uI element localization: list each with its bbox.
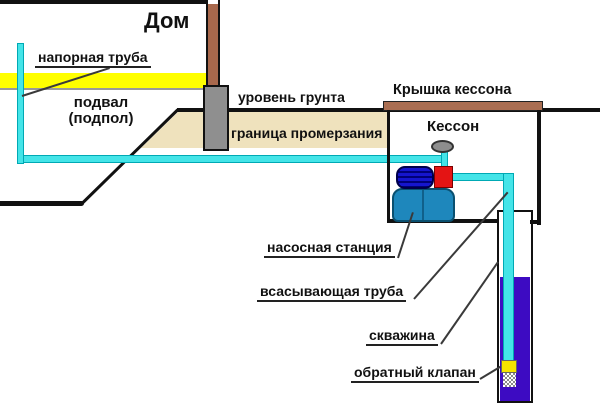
label-suction-pipe: всасывающая труба [257, 283, 407, 302]
house-floor-line [0, 0, 207, 4]
lower-ground-line [0, 201, 84, 206]
pressure-pipe-band [0, 73, 207, 88]
caisson-right-wall [537, 110, 541, 225]
label-basement-line2: (подпол) [68, 110, 134, 127]
buried-supply-pipe [17, 155, 447, 163]
valve-filter-mesh [503, 373, 516, 387]
house-wall [206, 0, 220, 88]
pump-motor [396, 166, 434, 189]
pump-head [434, 166, 453, 188]
pipe-tee-patch [442, 156, 447, 162]
label-pump-station: насосная станция [264, 239, 395, 258]
label-basement-line1: подвал [73, 94, 129, 111]
label-well: скважина [366, 327, 438, 346]
suction-pipe [503, 173, 514, 361]
label-caisson: Кессон [427, 118, 480, 135]
caisson-left-wall [387, 110, 390, 223]
check-valve [501, 360, 517, 373]
pressure-gauge-icon [431, 140, 454, 153]
pressure-pipe-riser [17, 43, 24, 164]
pump-tank-seam [422, 190, 424, 220]
pipe-bend-patch-2 [504, 174, 513, 180]
label-house: Дом [144, 8, 190, 33]
label-pressure-pipe: напорная труба [35, 49, 151, 68]
label-frost-line: граница промерзания [231, 125, 383, 141]
floor-underside-line [0, 88, 204, 90]
caisson-cover [383, 101, 543, 111]
caisson-floor-right [530, 220, 541, 224]
label-basement: подвал (подпол) [62, 95, 140, 127]
pipe-bend-patch [18, 156, 23, 162]
callout-well [440, 261, 499, 345]
frost-depth-band [141, 112, 388, 148]
house-foundation [203, 85, 229, 151]
label-ground-level: уровень грунта [238, 89, 345, 105]
label-check-valve: обратный клапан [351, 364, 479, 383]
label-caisson-cover: Крышка кессона [393, 82, 512, 98]
